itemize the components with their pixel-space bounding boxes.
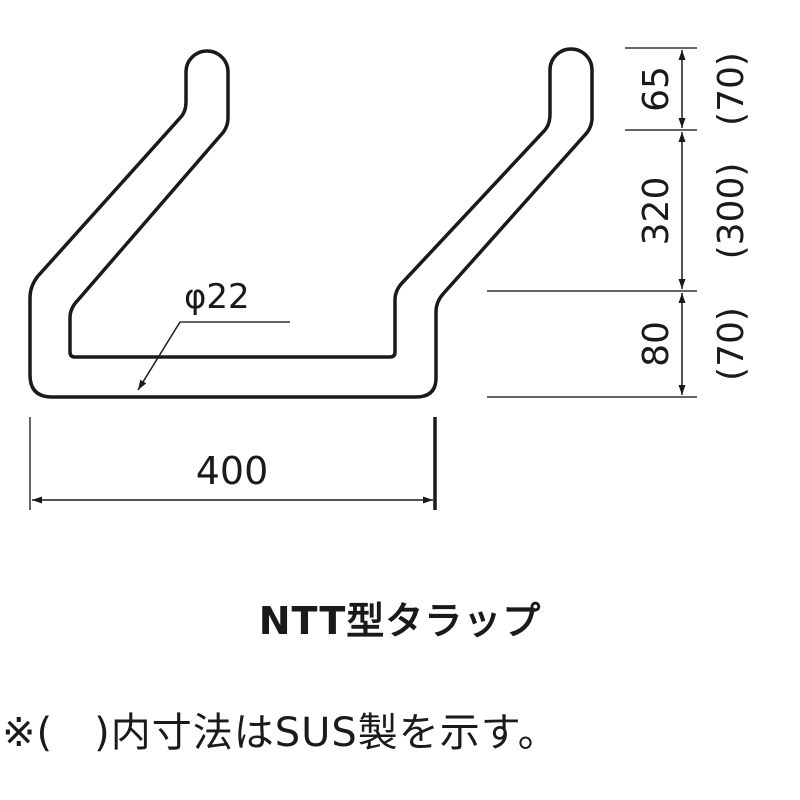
bottom-segment-label: 80: [636, 321, 677, 367]
middle-segment-sus-label: (300): [711, 163, 752, 260]
height-extension-lines: [487, 47, 697, 398]
drawing-title: NTT型タラップ: [258, 599, 542, 643]
rung-outline: [28, 47, 594, 399]
diameter-label: φ22: [184, 277, 250, 317]
bottom-segment-sus-label: (70): [711, 307, 752, 381]
middle-segment-label: 320: [636, 177, 677, 246]
width-label: 400: [196, 449, 269, 493]
step-ladder-drawing: φ22 400 65 (70) 320 (300) 80 (70): [28, 47, 752, 510]
diameter-leader: [137, 321, 290, 391]
top-segment-sus-label: (70): [711, 52, 752, 126]
width-dimension: [29, 417, 437, 510]
top-segment-label: 65: [636, 66, 677, 112]
sus-dimension-note: ※( )内寸法はSUS製を示す。: [2, 710, 559, 756]
